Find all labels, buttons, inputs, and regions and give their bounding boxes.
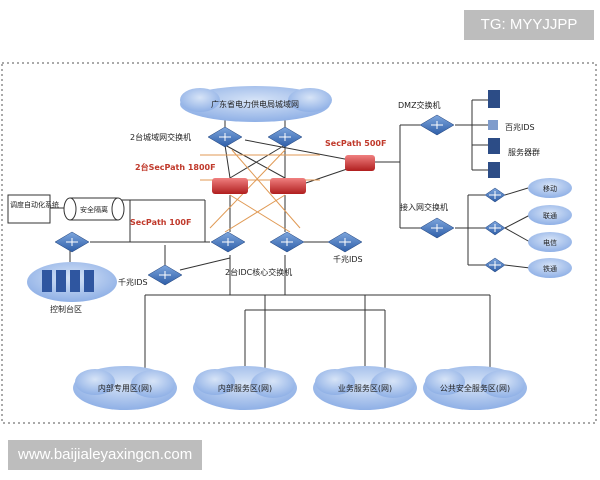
metro-network-cloud bbox=[180, 86, 332, 122]
server-group-label: 服务器群 bbox=[508, 147, 540, 157]
isolation-device bbox=[63, 197, 125, 221]
dispatch-system-box bbox=[7, 194, 51, 224]
zone-cloud: 内部专用区(网) bbox=[73, 366, 177, 410]
core-switches-label: 2台IDC核心交换机 bbox=[225, 267, 292, 277]
zone-cloud: 内部服务区(网) bbox=[193, 366, 297, 410]
ids-mid-label: 千兆IDS bbox=[333, 254, 363, 264]
isolation-label: 安全隔离 bbox=[80, 205, 108, 214]
secpath500-icon bbox=[345, 155, 375, 171]
zone-cloud-label: 公共安全服务区(网) bbox=[440, 383, 510, 393]
connection-lines bbox=[50, 99, 531, 372]
core-switch-a-icon bbox=[210, 231, 246, 253]
uplink-switches-label: 2台城域网交换机 bbox=[130, 132, 191, 142]
dmz-switch-label: DMZ交换机 bbox=[398, 100, 441, 110]
secpath1800-b-icon bbox=[270, 178, 306, 194]
zone-cloud: 公共安全服务区(网) bbox=[423, 366, 527, 410]
bottom-clouds: 内部专用区(网) 内部服务区(网) 业务服务区(网) 公共安全服务区(网) bbox=[73, 366, 527, 410]
zone-cloud: 业务服务区(网) bbox=[313, 366, 417, 410]
server-icon bbox=[488, 162, 500, 178]
zone-cloud-label: 业务服务区(网) bbox=[338, 383, 392, 393]
diagram-border bbox=[1, 62, 597, 424]
zone-cloud-label: 内部服务区(网) bbox=[218, 383, 272, 393]
control-area-label: 控制台区 bbox=[50, 304, 82, 314]
server-icons bbox=[488, 90, 500, 178]
branch-router-icon bbox=[484, 220, 506, 236]
branch-cloud: 电信 bbox=[528, 232, 572, 252]
branch-router-icon bbox=[484, 187, 506, 203]
server-icon bbox=[488, 90, 500, 108]
secpath1800-a-icon bbox=[212, 178, 248, 194]
ids-left-icon bbox=[147, 264, 183, 286]
core-switch-b-icon bbox=[269, 231, 305, 253]
branch-cloud: 铁通 bbox=[528, 258, 572, 278]
ids-icon bbox=[488, 120, 498, 130]
watermark-tag: TG: MYYJJPP bbox=[464, 10, 594, 40]
firewall-devices bbox=[212, 155, 375, 194]
branch-cloud: 联通 bbox=[528, 205, 572, 225]
branch-cloud-label: 电信 bbox=[543, 238, 557, 247]
zone-cloud-label: 内部专用区(网) bbox=[98, 383, 152, 393]
dmz-switch-icon bbox=[419, 114, 455, 136]
server-icon bbox=[488, 138, 500, 154]
ids-left-label: 千兆IDS bbox=[118, 277, 148, 287]
branch-cloud-label: 移动 bbox=[543, 184, 557, 193]
top-cloud-label: 广东省电力供电局城域网 bbox=[211, 99, 299, 109]
switch-devices bbox=[54, 114, 506, 286]
secpath1800-label: 2台SecPath 1800F bbox=[135, 162, 216, 172]
server-icon bbox=[84, 270, 94, 292]
uplink-switch-a-icon bbox=[207, 126, 243, 148]
ids-top-label: 百兆IDS bbox=[505, 122, 535, 132]
secpath100-label: SecPath 100F bbox=[130, 218, 191, 227]
server-icon bbox=[56, 270, 66, 292]
branch-cloud-label: 铁通 bbox=[543, 264, 557, 273]
uplink-switch-b-icon bbox=[267, 126, 303, 148]
control-switch-icon bbox=[54, 231, 90, 253]
watermark-url: www.baijialeyaxingcn.com bbox=[8, 440, 203, 470]
branch-cloud: 移动 bbox=[528, 178, 572, 198]
server-icon bbox=[70, 270, 80, 292]
ids-mid-icon bbox=[327, 231, 363, 253]
branch-cloud-label: 联通 bbox=[543, 211, 557, 220]
server-icon bbox=[42, 270, 52, 292]
dispatch-system-label: 调度自动化系统 bbox=[10, 200, 59, 209]
branch-router-icon bbox=[484, 257, 506, 273]
secpath500-label: SecPath 500F bbox=[325, 139, 386, 148]
control-area bbox=[27, 262, 117, 302]
access-switch-label: 接入网交换机 bbox=[400, 202, 448, 212]
access-switch-icon bbox=[419, 217, 455, 239]
